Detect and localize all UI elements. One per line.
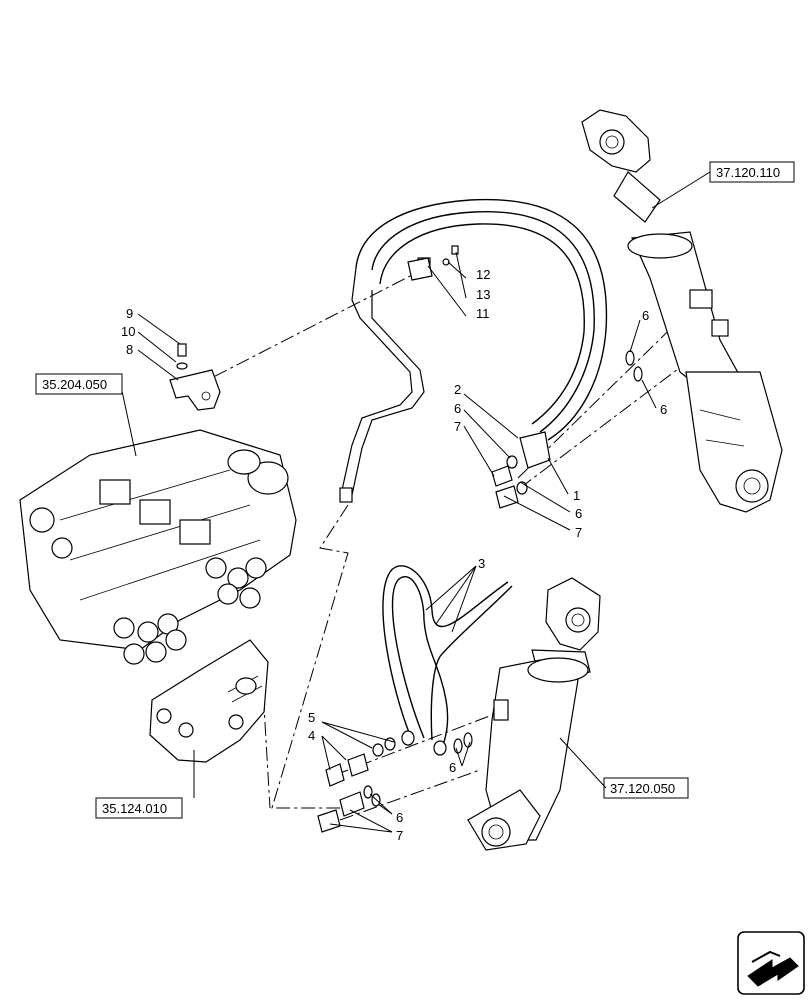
callout-12: 12: [476, 267, 490, 282]
callout-4: 4: [308, 728, 315, 743]
callout-11: 11: [476, 306, 490, 321]
ref-box-35-204-050[interactable]: 35.204.050: [35, 373, 123, 395]
callout-6-mid: 6: [575, 506, 582, 521]
callout-labels: 9 10 8 12 13 11 6 6 2 6 7 1 6 7 3 5 4 6 …: [121, 267, 667, 843]
callout-7-lower: 7: [396, 828, 403, 843]
lower-valve: [149, 639, 269, 763]
ref-label-35-204-050: 35.204.050: [42, 377, 107, 392]
leader-lines: [121, 171, 711, 833]
ref-box-35-124-010[interactable]: 35.124.010: [95, 797, 183, 819]
ref-box-37-120-050[interactable]: 37.120.050: [603, 777, 689, 799]
control-valve-block: [19, 429, 297, 665]
callout-7-left: 7: [454, 419, 461, 434]
ref-label-35-124-010: 35.124.010: [102, 801, 167, 816]
callout-1: 1: [573, 488, 580, 503]
callout-6-top-right: 6: [642, 308, 649, 323]
callout-6-right: 6: [660, 402, 667, 417]
callout-2: 2: [454, 382, 461, 397]
callout-3: 3: [478, 556, 485, 571]
callout-5: 5: [308, 710, 315, 725]
callout-6-bottom: 6: [449, 760, 456, 775]
ref-label-37-120-110: 37.120.110: [716, 165, 780, 180]
callout-6-left: 6: [454, 401, 461, 416]
mounting-bracket: [169, 343, 221, 411]
callout-7-mid: 7: [575, 525, 582, 540]
bottom-hydraulic-cylinder: [467, 577, 601, 851]
callout-6-lower: 6: [396, 810, 403, 825]
next-page-arrow-icon[interactable]: [737, 931, 805, 995]
callout-10: 10: [121, 324, 135, 339]
top-hose-assembly: [339, 198, 608, 503]
callout-9: 9: [126, 306, 133, 321]
ref-label-37-120-050: 37.120.050: [610, 781, 675, 796]
callout-8: 8: [126, 342, 133, 357]
hose-clip: [407, 245, 459, 281]
ref-box-37-120-110[interactable]: 37.120.110: [709, 161, 795, 183]
callout-13: 13: [476, 287, 490, 302]
bottom-fittings: [317, 732, 473, 833]
top-hydraulic-cylinder: [581, 109, 783, 513]
